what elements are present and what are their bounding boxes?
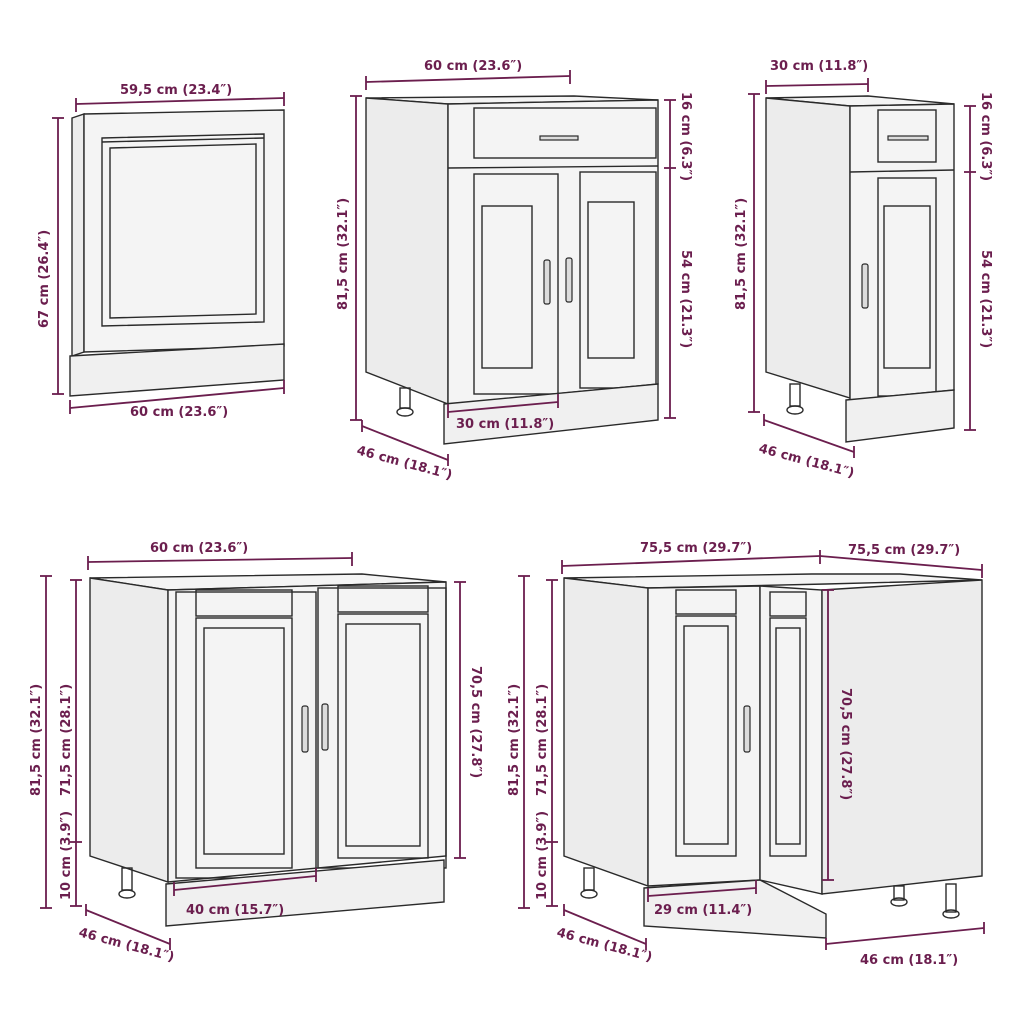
corner-width-left-label: 75,5 cm (29.7″)	[640, 541, 752, 556]
drawer30-height-label: 81,5 cm (32.1″)	[734, 198, 749, 310]
drawer60-drawer-height-label: 16 cm (6.3″)	[678, 92, 693, 181]
corner-inner-front	[759, 585, 823, 895]
drawer30-door-height-label: 54 cm (21.3″)	[978, 250, 993, 348]
sink-door-width-label: 40 cm (15.7″)	[186, 903, 284, 918]
sink-side	[89, 577, 169, 883]
corner-depth-right-label: 46 cm (18.1″)	[860, 953, 958, 968]
drawer60-door-width-label: 30 cm (11.8″)	[456, 417, 554, 432]
sink-body-height-label: 71,5 cm (28.1″)	[59, 684, 74, 796]
sink-handle-left	[301, 705, 309, 753]
sink-width-label: 60 cm (23.6″)	[150, 541, 248, 556]
drawer30-front	[849, 103, 955, 401]
sink-handle-right	[321, 703, 329, 751]
sink-plinth-height-label: 10 cm (3.9″)	[59, 811, 74, 900]
oven-height-label: 67 cm (26.4″)	[37, 230, 52, 328]
corner-width-right-label: 75,5 cm (29.7″)	[848, 543, 960, 558]
cabinet-oven-panel: 59,5 cm (23.4″) 67 cm (26.4″) 60 cm (23.…	[37, 83, 285, 420]
corner-plinth	[643, 879, 827, 939]
drawer60-handle-left	[543, 259, 551, 305]
drawer60-width-label: 60 cm (23.6″)	[424, 59, 522, 74]
corner-depth-left-label: 46 cm (18.1″)	[555, 925, 654, 965]
sink-door-height-label: 70,5 cm (27.8″)	[468, 666, 483, 778]
drawer30-width-label: 30 cm (11.8″)	[770, 59, 868, 74]
cabinet-drawer-30: 30 cm (11.8″) 81,5 cm (32.1″) 16 cm (6.3…	[734, 59, 993, 481]
corner-height-label: 81,5 cm (32.1″)	[507, 684, 522, 796]
corner-door-width-label: 29 cm (11.4″)	[654, 903, 752, 918]
corner-left-front	[647, 585, 761, 887]
drawer60-handle	[539, 135, 579, 141]
drawer30-drawer-height-label: 16 cm (6.3″)	[978, 92, 993, 181]
sink-plinth	[165, 859, 445, 927]
drawer60-plinth	[443, 383, 659, 445]
cabinet-corner: 75,5 cm (29.7″) 75,5 cm (29.7″) 81,5 cm …	[507, 541, 985, 968]
drawer30-side	[765, 97, 851, 399]
corner-right-side	[821, 579, 983, 895]
drawer60-side	[365, 97, 449, 406]
sink-depth-label: 46 cm (18.1″)	[77, 925, 176, 965]
drawer60-door-height-label: 54 cm (21.3″)	[678, 250, 693, 348]
panel-side	[71, 113, 85, 357]
drawer30-handle	[887, 135, 929, 141]
drawer30-plinth	[845, 389, 955, 443]
cabinet-sink-60: 60 cm (23.6″) 81,5 cm (32.1″) 71,5 cm (2…	[29, 541, 483, 965]
cabinet-drawer-60: 60 cm (23.6″) 81,5 cm (32.1″) 16 cm (6.3…	[336, 59, 693, 483]
corner-door-height-label: 70,5 cm (27.8″)	[838, 688, 853, 800]
corner-body-height-label: 71,5 cm (28.1″)	[535, 684, 550, 796]
corner-left-side	[563, 577, 649, 887]
corner-handle	[743, 705, 751, 753]
oven-bottom-width-label: 60 cm (23.6″)	[130, 405, 228, 420]
drawer60-height-label: 81,5 cm (32.1″)	[336, 198, 351, 310]
oven-top-width-label: 59,5 cm (23.4″)	[120, 83, 232, 98]
drawer60-handle-right	[565, 257, 573, 303]
drawer30-door-handle	[861, 263, 869, 309]
drawer60-depth-label: 46 cm (18.1″)	[355, 443, 454, 483]
corner-plinth-height-label: 10 cm (3.9″)	[535, 811, 550, 900]
sink-height-label: 81,5 cm (32.1″)	[29, 684, 44, 796]
